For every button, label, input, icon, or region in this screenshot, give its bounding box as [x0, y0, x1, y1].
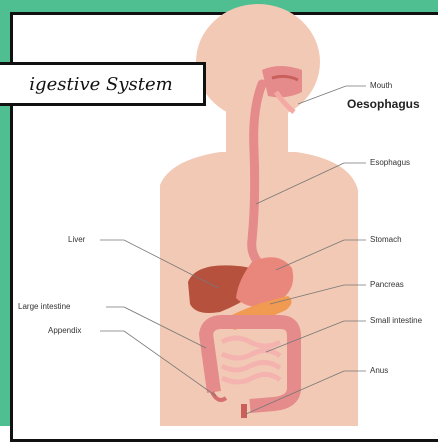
title-box: igestive System	[0, 62, 206, 106]
label-small-intestine: Small intestine	[370, 316, 422, 325]
label-stomach: Stomach	[370, 235, 402, 244]
label-appendix: Appendix	[48, 326, 81, 335]
label-esophagus: Esophagus	[370, 158, 410, 167]
label-liver: Liver	[68, 235, 85, 244]
page-title: igestive System	[29, 74, 172, 95]
label-pancreas: Pancreas	[370, 280, 404, 289]
label-anus: Anus	[370, 366, 388, 375]
label-large-intestine: Large intestine	[18, 302, 70, 311]
label-mouth: Mouth	[370, 81, 392, 90]
oesophagus-heading: Oesophagus	[347, 97, 420, 111]
